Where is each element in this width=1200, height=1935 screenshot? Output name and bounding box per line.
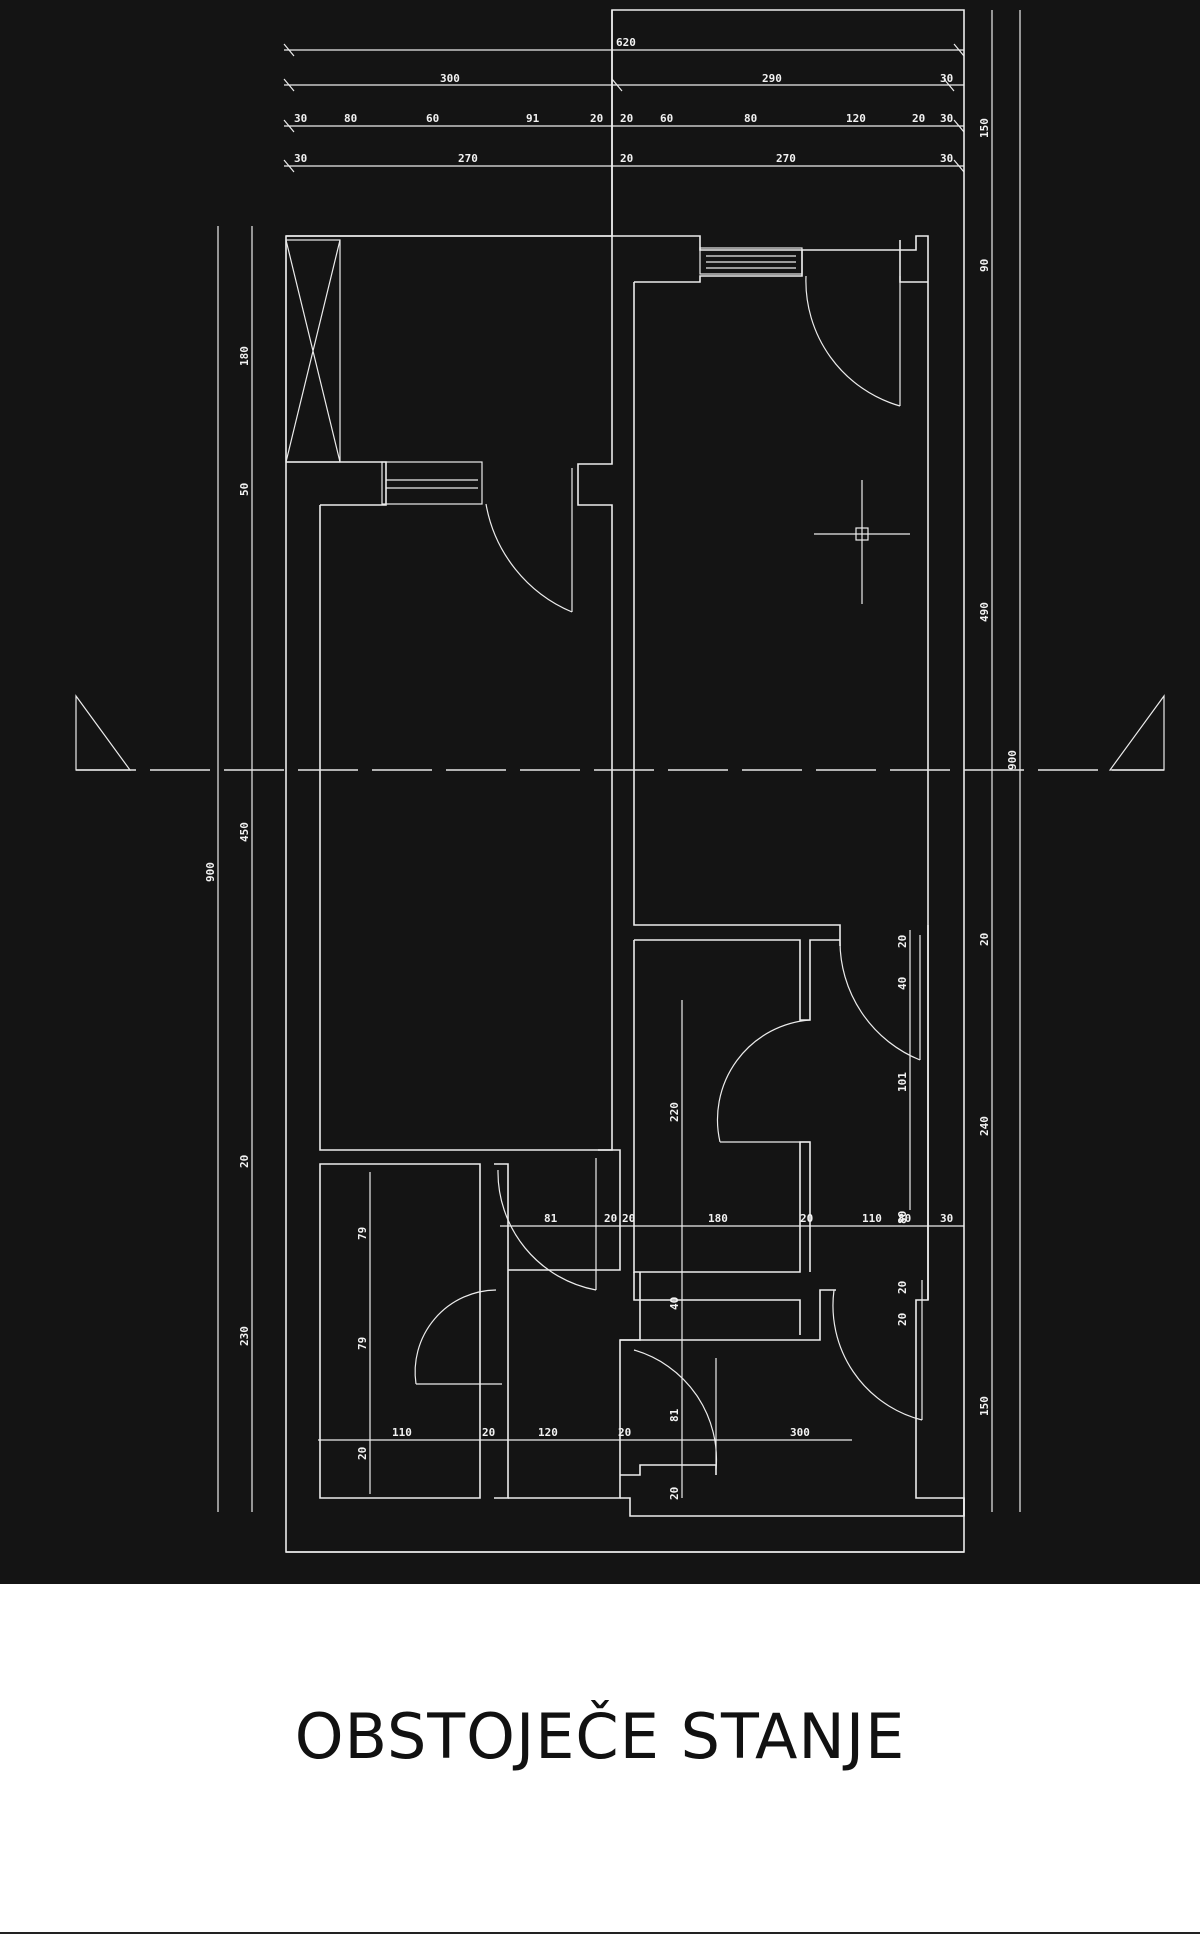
floor-plan-drawing: 620 300 290 30 30 80 60 91 20 20 60 80 1… xyxy=(75,9,1165,1553)
dim-v-3: 101 xyxy=(896,1072,909,1092)
light-fixture xyxy=(814,480,910,604)
dim-top-r2-0: 300 xyxy=(440,72,460,85)
dim-top-r2-2: 30 xyxy=(940,72,953,85)
dim-v-8: 20 xyxy=(896,1313,909,1326)
dim-left-4: 230 xyxy=(238,1326,251,1346)
dim-int-1: 20 xyxy=(604,1212,617,1225)
dim-top-r3-2: 60 xyxy=(426,112,439,125)
section-line xyxy=(75,694,1165,771)
dim-bath-3: 120 xyxy=(538,1426,558,1439)
dim-v-2: 80 xyxy=(896,1211,909,1224)
dim-left-1: 50 xyxy=(238,483,251,496)
dim-right-0: 150 xyxy=(978,118,991,138)
dim-v-7: 20 xyxy=(668,1487,681,1500)
dim-v-9: 20 xyxy=(896,1281,909,1294)
dim-top-r3-7: 80 xyxy=(744,112,757,125)
dim-right-3: 20 xyxy=(978,933,991,946)
right-dimension-lines xyxy=(991,10,1021,1512)
dim-top-r3-4: 20 xyxy=(590,112,603,125)
dim-top-r3-0: 30 xyxy=(294,112,307,125)
dim-v-4: 220 xyxy=(668,1102,681,1122)
dim-top-r3-6: 60 xyxy=(660,112,673,125)
bottom-divider xyxy=(0,1932,1200,1934)
dim-bath-7: 300 xyxy=(790,1426,810,1439)
dim-top-r4-4: 30 xyxy=(940,152,953,165)
windows xyxy=(285,239,803,505)
dim-bath-4: 20 xyxy=(618,1426,631,1439)
dimension-labels: 620 300 290 30 30 80 60 91 20 20 60 80 1… xyxy=(204,36,1019,1500)
outer-walls xyxy=(285,9,965,1553)
dim-v-1: 40 xyxy=(896,977,909,990)
dim-top-r2-1: 290 xyxy=(762,72,782,85)
dim-left-2: 450 xyxy=(238,822,251,842)
dim-right-5: 150 xyxy=(978,1396,991,1416)
dim-int-6: 80 xyxy=(898,1212,911,1225)
dim-top-r3-1: 80 xyxy=(344,112,357,125)
dim-v-0: 20 xyxy=(896,935,909,948)
dim-right-2: 490 xyxy=(978,602,991,622)
dim-top-r3-5: 20 xyxy=(620,112,633,125)
left-dimension-lines xyxy=(217,226,253,1512)
dim-bath-1: 79 xyxy=(356,1337,369,1350)
dim-left-3: 20 xyxy=(238,1155,251,1168)
dim-top-r4-0: 30 xyxy=(294,152,307,165)
dim-top-r3-9: 20 xyxy=(912,112,925,125)
top-dimension-lines xyxy=(283,43,965,173)
doors xyxy=(414,275,923,1471)
dim-left-total: 900 xyxy=(204,862,217,882)
dim-bath-0: 79 xyxy=(356,1227,369,1240)
dim-int-7: 30 xyxy=(940,1212,953,1225)
dim-top-r3-3: 91 xyxy=(526,112,540,125)
drawing-title: OBSTOJEČE STANJE xyxy=(294,1700,906,1773)
dim-top-r3-10: 30 xyxy=(940,112,953,125)
dim-int-0: 81 xyxy=(544,1212,558,1225)
dim-int-2: 20 xyxy=(622,1212,635,1225)
dim-right-4: 240 xyxy=(978,1116,991,1136)
dim-top-r4-2: 20 xyxy=(620,152,633,165)
dim-top-r3-8: 120 xyxy=(846,112,866,125)
dim-bath-6: 20 xyxy=(482,1426,495,1439)
dim-int-5: 110 xyxy=(862,1212,882,1225)
dim-left-0: 180 xyxy=(238,346,251,366)
dim-right-1: 90 xyxy=(978,259,991,272)
floor-plan-area: 620 300 290 30 30 80 60 91 20 20 60 80 1… xyxy=(0,0,1200,1584)
dim-v-6: 81 xyxy=(668,1408,681,1422)
dim-v-5: 40 xyxy=(668,1297,681,1310)
dim-top-r4-3: 270 xyxy=(776,152,796,165)
interior-walls xyxy=(286,236,929,1499)
dim-int-3: 180 xyxy=(708,1212,728,1225)
dim-int-4: 20 xyxy=(800,1212,813,1225)
dim-top-r4-1: 270 xyxy=(458,152,478,165)
dim-right-total: 900 xyxy=(1006,750,1019,770)
dim-bath-5: 110 xyxy=(392,1426,412,1439)
dim-bath-2: 20 xyxy=(356,1447,369,1460)
dim-top-overall: 620 xyxy=(616,36,636,49)
interior-dimension-lines xyxy=(318,930,964,1498)
